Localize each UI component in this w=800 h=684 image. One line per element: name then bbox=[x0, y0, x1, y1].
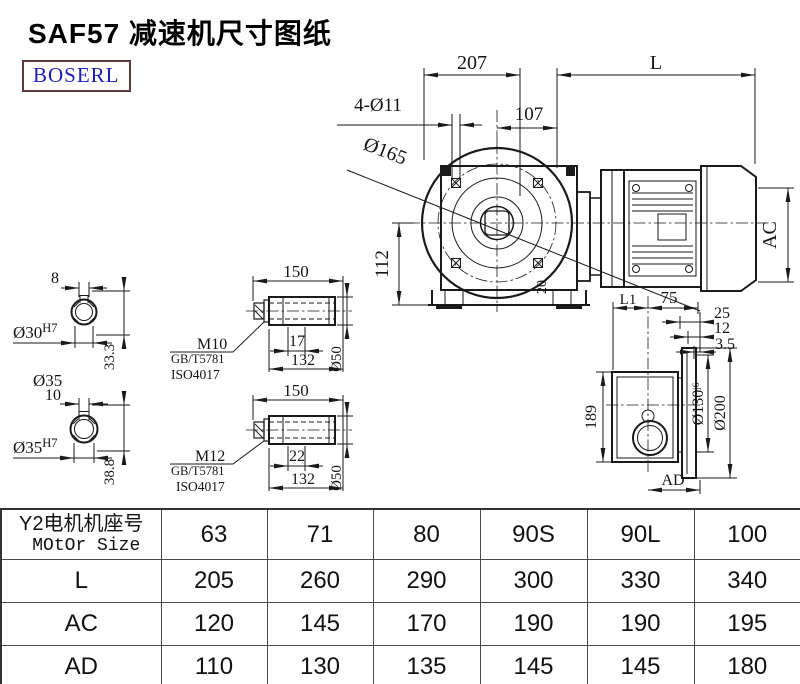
hollow-shaft-top: 150 Ø50 17 132 M10 GB/T5781 ISO4017 bbox=[170, 262, 353, 382]
table-cell: 145 bbox=[266, 602, 374, 646]
dim-25: 25 bbox=[714, 305, 730, 322]
table-cell: 145 bbox=[586, 645, 695, 684]
header-en: MOtOr Size bbox=[32, 535, 141, 556]
dim-12: 12 bbox=[714, 320, 730, 337]
motor-size-90s: 90S bbox=[479, 508, 588, 560]
header-cn: Y2电机机座号 bbox=[19, 512, 144, 535]
dim-207: 207 bbox=[457, 52, 487, 74]
label-gb-t5781: GB/T5781 bbox=[171, 464, 224, 478]
table-cell: 120 bbox=[160, 602, 268, 646]
dim-d50: Ø50 bbox=[329, 346, 345, 372]
hollow-shaft-bottom: 150 Ø50 22 132 M12 GB/T5781 ISO4017 bbox=[170, 381, 353, 494]
table-cell: 330 bbox=[586, 559, 695, 603]
dim-132: 132 bbox=[291, 471, 315, 488]
dim-75: 75 bbox=[661, 288, 678, 307]
motor-size-table: Y2电机机座号 MOtOr Size 63 71 80 90S 90L 100 … bbox=[0, 508, 800, 684]
dim-3-5: 3.5 bbox=[715, 336, 735, 353]
row-label-L: L bbox=[0, 559, 162, 603]
dim-132: 132 bbox=[291, 352, 315, 369]
dim-107: 107 bbox=[515, 104, 544, 125]
table-row-AD: AD 110 130 135 145 145 180 bbox=[0, 645, 800, 684]
row-label-AC: AC bbox=[0, 602, 162, 646]
table-cell: 290 bbox=[372, 559, 481, 603]
label-gb-t5781: GB/T5781 bbox=[171, 352, 224, 366]
motor-size-80: 80 bbox=[372, 508, 481, 560]
motor-size-63: 63 bbox=[160, 508, 268, 560]
dim-AD: AD bbox=[661, 472, 684, 489]
table-cell: 135 bbox=[372, 645, 481, 684]
dim-d130: Ø130j6 bbox=[690, 382, 707, 425]
shaft-section-top: 8 Ø30H7 33.3 bbox=[13, 270, 130, 370]
dim-d200: Ø200 bbox=[712, 395, 729, 431]
row-label-AD: AD bbox=[0, 645, 162, 684]
dim-bolt-circle-d165: Ø165 bbox=[360, 133, 409, 169]
dim-keyway-8: 8 bbox=[51, 270, 59, 287]
dim-33-3: 33.3 bbox=[102, 344, 118, 370]
table-cell: 190 bbox=[586, 602, 695, 646]
bolt-hole-markers bbox=[451, 178, 543, 268]
table-cell: 340 bbox=[693, 559, 800, 603]
table-cell: 300 bbox=[479, 559, 588, 603]
dim-holes-4xd11: 4-Ø11 bbox=[354, 95, 402, 116]
label-d35: Ø35 bbox=[33, 371, 62, 390]
table-cell: 190 bbox=[479, 602, 588, 646]
dim-d50: Ø50 bbox=[329, 465, 345, 491]
boserl-logo: BOSERL bbox=[22, 60, 131, 92]
table-header-motor-size: Y2电机机座号 MOtOr Size bbox=[0, 508, 162, 560]
table-row-L: L 205 260 290 300 330 340 bbox=[0, 559, 800, 603]
label-m10: M10 bbox=[197, 336, 227, 353]
dim-38-8: 38.8 bbox=[102, 459, 118, 485]
technical-drawing: 207 L 107 4-Ø11 Ø165 bbox=[13, 52, 794, 494]
flange-side-view: L1 75 25 12 3.5 bbox=[583, 288, 737, 494]
table-cell: 260 bbox=[266, 559, 374, 603]
dim-150: 150 bbox=[283, 381, 309, 400]
table-cell: 205 bbox=[160, 559, 268, 603]
dim-189: 189 bbox=[583, 405, 600, 429]
table-cell: 145 bbox=[479, 645, 588, 684]
label-iso4017: ISO4017 bbox=[176, 479, 225, 494]
shaft-section-bottom: 10 Ø35H7 38.8 bbox=[13, 387, 130, 485]
table-cell: 110 bbox=[160, 645, 268, 684]
dim-150: 150 bbox=[283, 262, 309, 281]
dim-keyway-10: 10 bbox=[45, 387, 61, 404]
motor-size-90l: 90L bbox=[586, 508, 695, 560]
dim-112: 112 bbox=[372, 250, 393, 278]
table-cell: 130 bbox=[266, 645, 374, 684]
dim-22: 22 bbox=[289, 448, 305, 465]
table-cell: 180 bbox=[693, 645, 800, 684]
page-title: SAF57 减速机尺寸图纸 bbox=[28, 18, 332, 49]
motor-size-71: 71 bbox=[266, 508, 374, 560]
table-row-AC: AC 120 145 170 190 190 195 bbox=[0, 602, 800, 646]
dim-AC: AC bbox=[759, 221, 781, 249]
label-iso4017: ISO4017 bbox=[171, 367, 220, 382]
dim-L1: L1 bbox=[620, 292, 637, 308]
label-m12: M12 bbox=[195, 448, 225, 465]
dim-bore-d30h7: Ø30H7 bbox=[13, 321, 58, 342]
table-cell: 170 bbox=[372, 602, 481, 646]
table-cell: 195 bbox=[693, 602, 800, 646]
dim-bore-d35h7: Ø35H7 bbox=[13, 436, 58, 457]
dim-17: 17 bbox=[289, 333, 305, 350]
dim-L: L bbox=[650, 52, 662, 74]
dim-112-group: 112 bbox=[372, 222, 430, 306]
motor-fins bbox=[632, 192, 693, 265]
motor-size-100: 100 bbox=[693, 508, 800, 560]
dim-20: 20 bbox=[535, 280, 550, 294]
motor-view: AC bbox=[576, 165, 794, 292]
